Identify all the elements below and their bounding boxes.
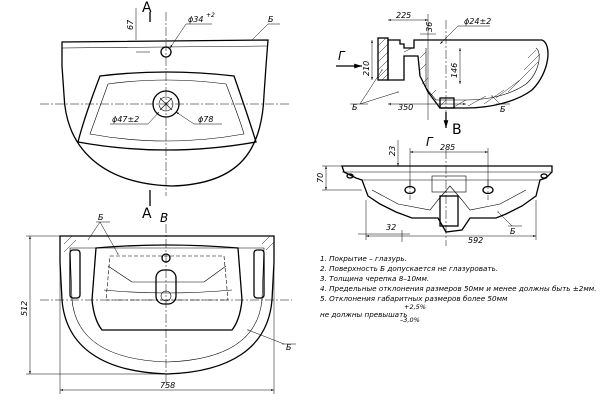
dim-225: 225: [396, 11, 411, 20]
section-mark-bottom: А: [142, 206, 152, 222]
dim-phi47: ϕ47±2: [112, 115, 139, 124]
dim-758: 758: [160, 381, 175, 390]
bowl-outline: [77, 71, 257, 151]
fix-hole-left: [346, 173, 354, 179]
section-body: [387, 39, 549, 109]
note-3: 3. Толщина черепка 8–10мм.: [320, 274, 430, 283]
front-view-label: Г: [426, 135, 434, 149]
surface-b-label-front: Б: [510, 227, 516, 236]
note-6: не должны превышать: [320, 310, 408, 319]
top-view-outline: [61, 39, 269, 187]
surface-b-label-top: Б: [268, 15, 274, 24]
note-5-tol-plus: +2,5%: [404, 303, 426, 311]
surface-b-label-bottom-right: Б: [286, 343, 292, 352]
dim-phi78: ϕ78: [198, 115, 213, 124]
dim-phi24: ϕ24±2: [464, 17, 491, 26]
surface-b-label-bottom-top: Б: [98, 213, 104, 222]
dim-210: 210: [362, 61, 371, 76]
bottom-view: В 512 758 Б: [20, 211, 296, 394]
surface-b-label-side-right: Б: [500, 105, 506, 114]
drain-stub: [439, 97, 455, 109]
note-1: 1. Покрытие – глазурь.: [320, 254, 407, 263]
front-drain: [439, 195, 459, 227]
dim-23: 23: [388, 146, 397, 156]
front-bowl-rim: [431, 175, 467, 193]
dim-512: 512: [20, 301, 29, 316]
note-2: 2. Поверхность Б допускается не глазуров…: [320, 264, 499, 273]
dim-phi34: ϕ34: [188, 15, 203, 24]
dim-36: 36: [425, 22, 434, 32]
front-view: Г 285 23 70 32 592: [316, 135, 553, 246]
dim-32: 32: [386, 223, 396, 232]
side-recess-left: [69, 249, 81, 299]
section-mark-top: А: [142, 0, 152, 16]
dim-67: 67: [126, 19, 135, 30]
note-6-tol-minus: –3,0%: [400, 316, 420, 324]
dim-592: 592: [468, 236, 483, 245]
view-arrow-v: В: [452, 122, 462, 138]
dim-146: 146: [450, 63, 459, 78]
side-recess-right: [253, 249, 265, 299]
fix-hole-right: [540, 173, 548, 179]
view-arrow-g: Г: [338, 49, 346, 63]
surface-b-label-side-left: Б: [352, 103, 358, 112]
bottom-bowl-outline: [91, 244, 243, 331]
dim-70: 70: [316, 173, 325, 183]
dim-phi34-tol: +2: [206, 12, 215, 19]
front-view-outline: [341, 165, 553, 233]
dim-350: 350: [398, 103, 413, 112]
top-view: А А 67 ϕ34 +2 Б ϕ47±2 ϕ78: [40, 0, 290, 222]
bottom-view-outline: [59, 235, 275, 375]
side-section-view: 225 36 ϕ24±2 210 146 350 Б Б Г В: [336, 11, 549, 138]
bottom-view-label: В: [160, 211, 168, 225]
dim-285: 285: [440, 143, 455, 152]
note-4: 4. Предельные отклонения размеров 50мм и…: [320, 284, 597, 293]
note-5: 5. Отклонения габаритных размеров более …: [320, 294, 508, 303]
